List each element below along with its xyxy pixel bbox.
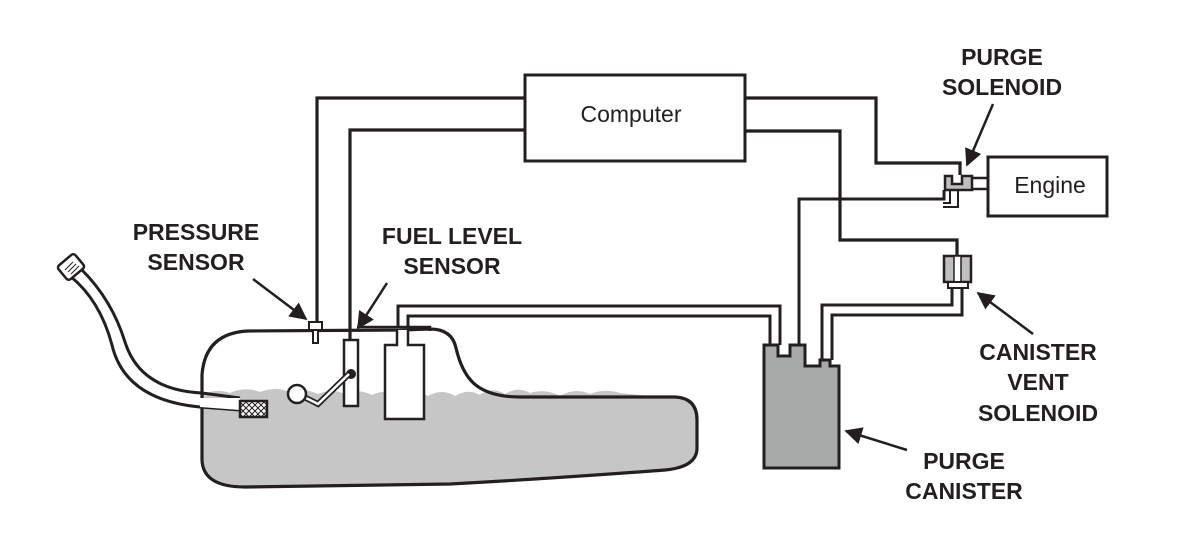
arrow-canister-vent-solenoid [976,291,1034,336]
label-canister-vent-solenoid: CANISTER VENT SOLENOID [976,291,1098,426]
computer-label: Computer [581,101,682,127]
arrow-purge-solenoid [965,103,995,167]
canister-vent-solenoid [942,254,973,289]
wiring [315,96,962,340]
purge-canister [762,343,841,470]
svg-text:PURGE: PURGE [961,44,1043,70]
svg-text:PURGE: PURGE [923,448,1005,474]
fuel-pump-module [357,325,432,421]
svg-text:SOLENOID: SOLENOID [978,400,1098,426]
vapor-line [396,304,782,345]
tank-outline [200,327,699,489]
purge-line [797,190,946,345]
vent-line [820,288,964,360]
pressure-sensor [308,321,323,344]
svg-text:PRESSURE: PRESSURE [133,219,260,245]
label-purge-solenoid: PURGE SOLENOID [942,44,1062,167]
filler-neck [56,253,269,419]
svg-text:CANISTER: CANISTER [905,478,1023,504]
svg-text:FUEL LEVEL: FUEL LEVEL [382,223,522,249]
inlet-screen [238,399,269,419]
purge-solenoid [943,174,988,208]
svg-text:CANISTER: CANISTER [979,339,1097,365]
svg-text:SOLENOID: SOLENOID [942,74,1062,100]
svg-text:SENSOR: SENSOR [403,253,501,279]
engine-label: Engine [1014,172,1086,198]
arrow-pressure-sensor [252,278,308,321]
arrow-fuel-level-sensor [356,282,389,330]
label-pressure-sensor: PRESSURE SENSOR [133,219,308,321]
fuel-tank [200,327,699,489]
arrow-purge-canister [844,427,908,452]
fuel-liquid [202,389,697,487]
svg-text:SENSOR: SENSOR [147,249,245,275]
computer-box: Computer [523,73,747,163]
svg-text:VENT: VENT [1007,369,1068,395]
fuel-cap-icon [56,253,86,281]
label-fuel-level-sensor: FUEL LEVEL SENSOR [356,223,522,330]
label-purge-canister: PURGE CANISTER [844,427,1023,504]
fuel-level-sensor [286,338,360,408]
engine-box: Engine [986,155,1109,218]
